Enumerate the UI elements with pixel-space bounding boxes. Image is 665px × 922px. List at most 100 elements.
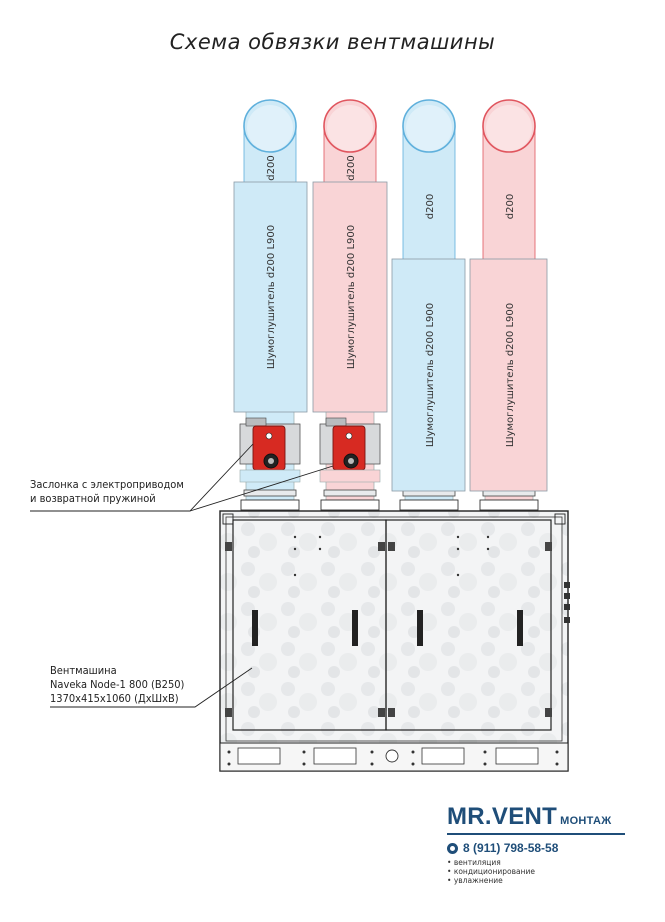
door-latch: [545, 708, 552, 717]
base-bolt: [370, 762, 374, 766]
unit-callout: Вентмашина Naveka Node-1 800 (B250) 1370…: [50, 664, 184, 706]
damper-callout-line1: Заслонка с электроприводом: [30, 478, 184, 491]
screw-dot: [456, 573, 460, 577]
unit-spigot: [320, 499, 380, 511]
door-handle: [352, 610, 358, 646]
diagram-title: Схема обвязки вентмашины: [169, 30, 496, 54]
door-latch: [225, 542, 232, 551]
damper-transition: [239, 469, 301, 483]
unit-callout-line2: Naveka Node-1 800 (B250): [50, 678, 185, 691]
pipe-diameter-label: d200: [425, 194, 436, 219]
door-latch: [378, 708, 385, 717]
base-bolt: [411, 750, 415, 754]
unit-spigot: [240, 499, 300, 511]
screw-dot: [486, 535, 490, 539]
screw-dot: [318, 535, 322, 539]
door-latch: [378, 542, 385, 551]
flange-ring: [323, 489, 377, 497]
door-latch: [545, 542, 552, 551]
door-latch: [225, 708, 232, 717]
unit-leader-line: [50, 667, 253, 708]
phone-number: 8 (911) 798-58-58: [463, 841, 559, 855]
silencer-label: Шумоглушитель d200 L900: [425, 303, 436, 447]
silencer-body: [391, 258, 466, 492]
duct-open-end-inner: [406, 105, 452, 151]
door-latch: [388, 708, 395, 717]
cable-gland: [564, 617, 570, 623]
corner-bracket: [222, 513, 234, 525]
actuator-indicator: [345, 432, 353, 440]
actuator-gear-hub: [348, 458, 354, 464]
actuator-indicator: [265, 432, 273, 440]
drain-port: [385, 749, 399, 763]
door-handle: [517, 610, 523, 646]
flange-ring: [243, 489, 297, 497]
unit-spigot: [399, 499, 459, 511]
screw-dot: [456, 547, 460, 551]
logo-suffix: МОНТАЖ: [560, 815, 612, 827]
silencer-label: Шумоглушитель d200 L900: [346, 225, 357, 369]
base-slot: [495, 747, 539, 765]
base-slot: [313, 747, 357, 765]
base-bolt: [227, 750, 231, 754]
service-item: увлажнение: [447, 876, 627, 885]
damper-actuator: [319, 417, 381, 483]
base-bolt: [483, 762, 487, 766]
pipe-diameter-label: d200: [505, 194, 516, 219]
service-item: вентиляция: [447, 858, 627, 867]
silencer-body: [233, 181, 308, 413]
damper-bracket: [325, 417, 347, 427]
unit-casing: [219, 510, 569, 772]
base-bolt: [555, 762, 559, 766]
duct-open-end: [482, 99, 536, 153]
base-bolt: [555, 750, 559, 754]
duct-open-end-inner: [486, 105, 532, 151]
screw-dot: [456, 535, 460, 539]
duct-open-end: [323, 99, 377, 153]
duct-open-end-inner: [247, 105, 293, 151]
base-bolt: [227, 762, 231, 766]
silencer-body: [469, 258, 548, 492]
pipe-diameter-label: d200: [266, 155, 277, 180]
damper-actuator: [239, 417, 301, 483]
damper-callout: Заслонка с электроприводом и возвратной …: [30, 478, 184, 506]
pipe-diameter-label: d200: [346, 155, 357, 180]
base-bolt: [302, 762, 306, 766]
unit-callout-line3: 1370x415x1060 (ДхШхВ): [50, 692, 179, 705]
silencer-body: [312, 181, 388, 413]
duct-open-end: [243, 99, 297, 153]
logo-brand: MR.VENT: [447, 803, 558, 830]
base-bolt: [302, 750, 306, 754]
base-bolt: [483, 750, 487, 754]
screw-dot: [293, 547, 297, 551]
unit-callout-line1: Вентмашина: [50, 664, 117, 677]
base-slot: [237, 747, 281, 765]
service-item: кондиционирование: [447, 867, 627, 876]
logo-divider: [447, 833, 625, 835]
service-door-2: [385, 519, 552, 731]
damper-bracket: [245, 417, 267, 427]
silencer-label: Шумоглушитель d200 L900: [266, 225, 277, 369]
duct-open-end-inner: [327, 105, 373, 151]
silencer-label: Шумоглушитель d200 L900: [505, 303, 516, 447]
door-handle: [417, 610, 423, 646]
base-bolt: [411, 762, 415, 766]
cable-gland: [564, 604, 570, 610]
actuator-gear-hub: [268, 458, 274, 464]
cable-gland: [564, 582, 570, 588]
damper-transition: [319, 469, 381, 483]
damper-callout-line2: и возвратной пружиной: [30, 492, 156, 505]
cable-gland: [564, 593, 570, 599]
unit-spigot: [479, 499, 539, 511]
screw-dot: [293, 535, 297, 539]
screw-dot: [318, 547, 322, 551]
door-handle: [252, 610, 258, 646]
unit-inner-frame: [225, 516, 563, 742]
screw-dot: [293, 573, 297, 577]
